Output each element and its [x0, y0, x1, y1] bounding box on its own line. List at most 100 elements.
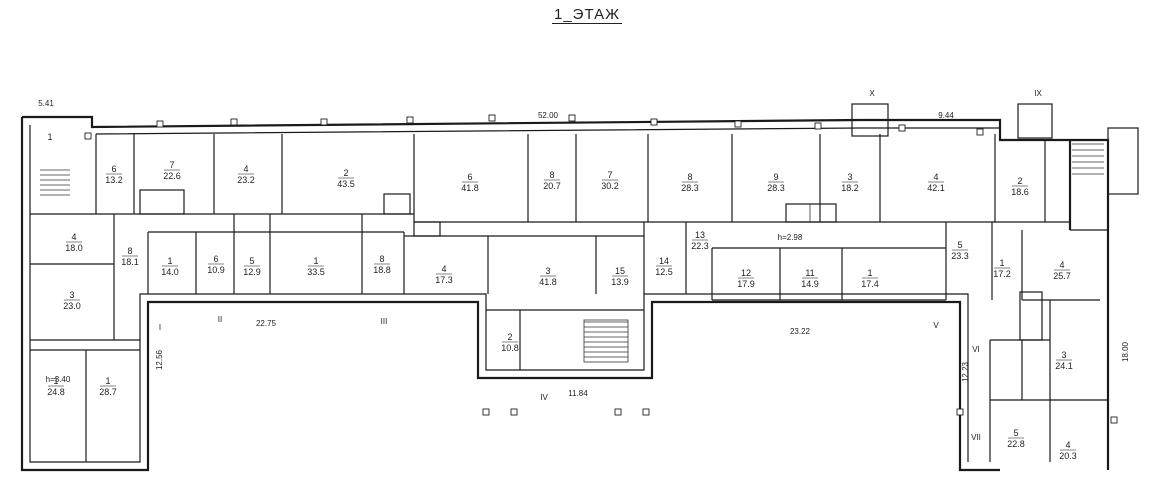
- room-number: 13: [695, 230, 705, 240]
- dimension-label: 12.56: [155, 349, 164, 370]
- room-area: 33.5: [307, 267, 325, 277]
- column-icon: [156, 120, 164, 128]
- room-number: 2: [1017, 176, 1022, 186]
- outer-walls: [20, 103, 1139, 472]
- column-icon: [568, 114, 576, 122]
- room-area: 18.2: [841, 183, 859, 193]
- floor-title: 1_ЭТАЖ: [552, 6, 622, 24]
- column-icon: [1110, 416, 1118, 424]
- room-area: 18.1: [121, 257, 139, 267]
- dimension-label: 9.44: [938, 111, 954, 120]
- room-number: 3: [1061, 350, 1066, 360]
- dimensions: 52.0022.7523.2211.8412.5612.2318.005.419…: [38, 99, 1130, 398]
- room-area: 13.9: [611, 277, 629, 287]
- room-area: 25.7: [1053, 271, 1071, 281]
- room-number: 15: [615, 266, 625, 276]
- room-area: 28.3: [767, 183, 785, 193]
- room-number: 1: [47, 132, 52, 142]
- axis-mark: IX: [1034, 89, 1042, 98]
- room-number: 4: [1065, 440, 1070, 450]
- room-area: 23.0: [63, 301, 81, 311]
- column-icon: [650, 118, 658, 126]
- room-number: 4: [933, 172, 938, 182]
- room-area: 12.9: [243, 267, 261, 277]
- room-number: 11: [805, 268, 814, 278]
- room-area: 17.9: [737, 279, 755, 289]
- room-area: 41.8: [461, 183, 479, 193]
- room-area: 18.0: [65, 243, 83, 253]
- room-number: 7: [169, 160, 174, 170]
- room-number: 7: [607, 170, 612, 180]
- room-labels: 1613.2722.6423.2243.5641.8820.7730.2828.…: [47, 132, 1077, 461]
- room-number: 3: [545, 266, 550, 276]
- dimension-label: 22.75: [256, 319, 277, 328]
- room-number: 3: [847, 172, 852, 182]
- room-area: 24.1: [1055, 361, 1073, 371]
- axis-mark: VI: [972, 345, 980, 354]
- column-icon: [976, 128, 984, 136]
- room-area: 28.3: [681, 183, 699, 193]
- room-number: 9: [773, 172, 778, 182]
- room-area: 23.3: [951, 251, 969, 261]
- room-number: 12: [741, 268, 751, 278]
- room-number: 2: [343, 168, 348, 178]
- room-area: 18.6: [1011, 187, 1029, 197]
- height-note: h=2.98: [778, 233, 803, 242]
- room-number: 3: [69, 290, 74, 300]
- room-area: 13.2: [105, 175, 123, 185]
- room-number: 1: [167, 256, 172, 266]
- room-number: 4: [243, 164, 248, 174]
- room-number: 1: [867, 268, 872, 278]
- partitions: [30, 134, 1108, 462]
- room-number: 4: [441, 264, 446, 274]
- column-icon: [642, 408, 650, 416]
- stairs-icon: [40, 143, 1104, 363]
- room-area: 18.8: [373, 265, 391, 275]
- room-number: 8: [687, 172, 692, 182]
- dimension-label: 11.84: [568, 389, 588, 398]
- axis-mark: I: [159, 323, 161, 332]
- dimension-label: 12.23: [961, 361, 970, 382]
- room-area: 17.2: [993, 269, 1011, 279]
- room-area: 23.2: [237, 175, 255, 185]
- column-icon: [320, 118, 328, 126]
- room-area: 17.4: [861, 279, 879, 289]
- axis-mark: V: [933, 321, 939, 330]
- axis-mark: III: [381, 317, 388, 326]
- room-area: 17.3: [435, 275, 453, 285]
- axis-mark: X: [869, 89, 875, 98]
- axis-mark: IV: [540, 393, 548, 402]
- height-note: h=3.40: [46, 375, 71, 384]
- height-notes: h=3.40 h=2.98: [46, 233, 803, 384]
- room-number: 1: [53, 376, 58, 386]
- room-area: 42.1: [927, 183, 945, 193]
- room-area: 12.5: [655, 267, 673, 277]
- column-icon: [230, 118, 238, 126]
- room-number: 1: [999, 258, 1004, 268]
- room-area: 24.8: [47, 387, 65, 397]
- dimension-label: 23.22: [790, 327, 811, 336]
- room-number: 6: [213, 254, 218, 264]
- room-number: 4: [1059, 260, 1064, 270]
- room-area: 22.8: [1007, 439, 1025, 449]
- room-area: 43.5: [337, 179, 355, 189]
- small-rooms: [139, 189, 1043, 341]
- dimension-label: 18.00: [1121, 341, 1130, 362]
- room-area: 28.7: [99, 387, 117, 397]
- column-icon: [482, 408, 490, 416]
- room-number: 2: [507, 332, 512, 342]
- room-area: 10.8: [501, 343, 519, 353]
- room-area: 22.3: [691, 241, 709, 251]
- room-area: 14.9: [801, 279, 819, 289]
- column-icon: [956, 408, 964, 416]
- dimension-label: 5.41: [38, 99, 54, 108]
- room-area: 22.6: [163, 171, 181, 181]
- room-number: 14: [659, 256, 669, 266]
- column-icon: [406, 116, 414, 124]
- room-number: 4: [71, 232, 76, 242]
- room-number: 8: [127, 246, 132, 256]
- room-number: 1: [313, 256, 318, 266]
- column-icon: [898, 124, 906, 132]
